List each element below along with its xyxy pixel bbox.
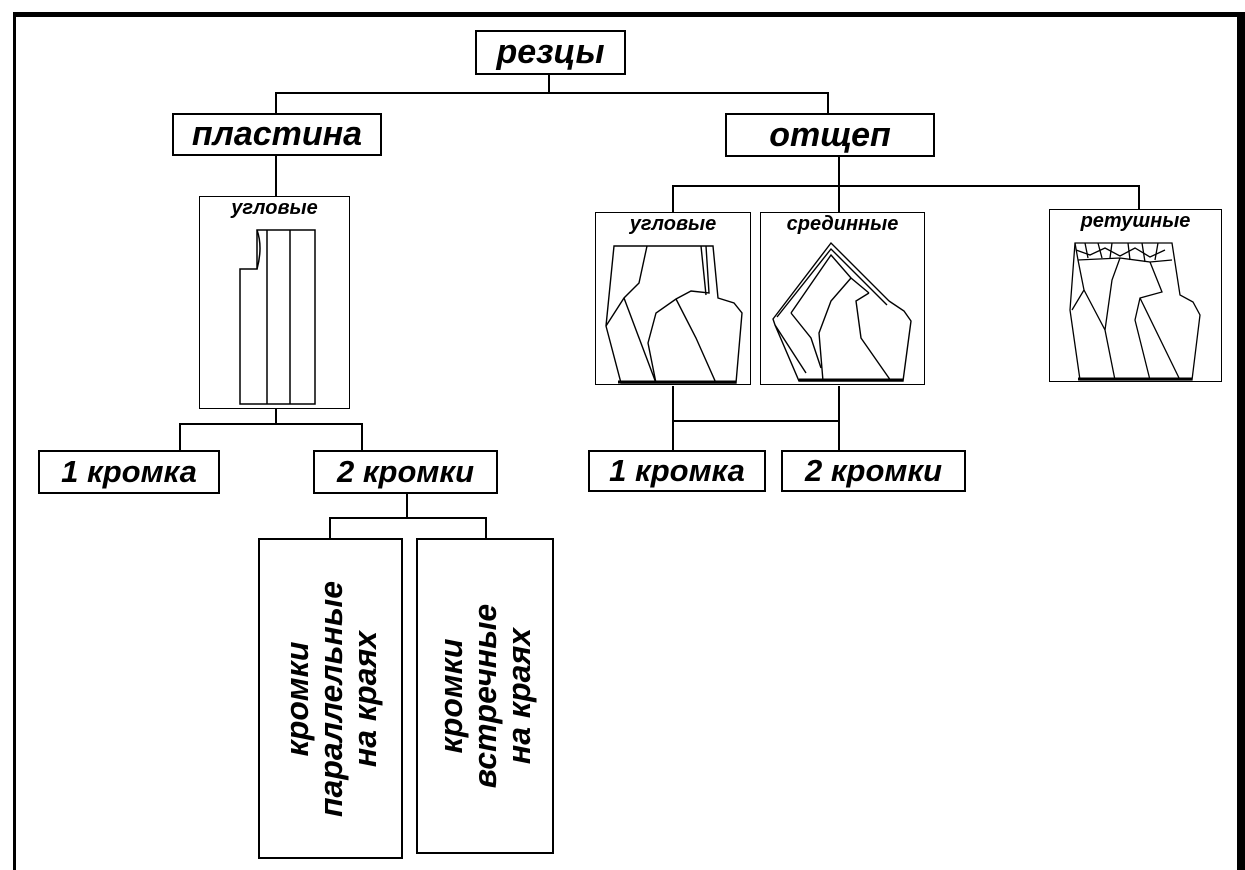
flake-retouched-label: ретушные [1080, 210, 1191, 232]
flake-retouched-panel: ретушные [1049, 209, 1222, 382]
flake-retouched-drawing [1069, 242, 1201, 381]
connector [406, 493, 408, 518]
blade-burin-drawing [239, 229, 316, 405]
flake-median-drawing [772, 241, 912, 382]
flake-two-edges-node: 2 кромки [781, 450, 966, 492]
frame-right-border [1237, 12, 1245, 870]
opposing-edges-line-3: на краях [501, 627, 537, 765]
connector [672, 185, 1140, 187]
root-node: резцы [475, 30, 626, 75]
parallel-edges-line-1: кромки [278, 641, 315, 756]
connector [838, 185, 840, 212]
connector [275, 92, 277, 113]
connector [827, 92, 829, 113]
connector [275, 408, 277, 424]
parallel-edges-text: кромки параллельные на краях [278, 580, 383, 817]
parallel-edges-node: кромки параллельные на краях [258, 538, 403, 859]
flake-one-edge-node: 1 кромка [588, 450, 766, 492]
flake-median-panel: срединные [760, 212, 925, 385]
opposing-edges-line-1: кромки [433, 638, 469, 754]
blade-one-edge-node: 1 кромка [38, 450, 220, 494]
connector [275, 92, 829, 94]
parallel-edges-line-2: параллельные [312, 580, 349, 817]
frame-left-border [13, 12, 16, 870]
connector [672, 420, 840, 422]
connector [485, 517, 487, 538]
connector [275, 155, 277, 196]
flake-angular-drawing [605, 245, 743, 384]
blade-node: пластина [172, 113, 382, 156]
opposing-edges-text: кромки встречные на краях [433, 603, 537, 789]
connector [672, 386, 674, 450]
connector [548, 75, 550, 93]
connector [1138, 185, 1140, 209]
connector [329, 517, 331, 538]
flake-node: отщеп [725, 113, 935, 157]
connector [329, 517, 487, 519]
flake-angular-panel: угловые [595, 212, 751, 385]
connector [838, 157, 840, 186]
opposing-edges-line-2: встречные [467, 603, 503, 789]
blade-two-edges-node: 2 кромки [313, 450, 498, 494]
flake-median-label: срединные [786, 213, 899, 235]
connector [672, 185, 674, 212]
opposing-edges-node: кромки встречные на краях [416, 538, 554, 854]
blade-angular-panel: угловые [199, 196, 350, 409]
connector [838, 386, 840, 450]
frame-top-border [13, 12, 1245, 17]
connector [179, 423, 181, 450]
parallel-edges-line-3: на краях [346, 630, 383, 767]
connector [179, 423, 363, 425]
connector [361, 423, 363, 450]
flake-angular-label: угловые [629, 213, 717, 235]
blade-angular-label: угловые [231, 197, 318, 219]
